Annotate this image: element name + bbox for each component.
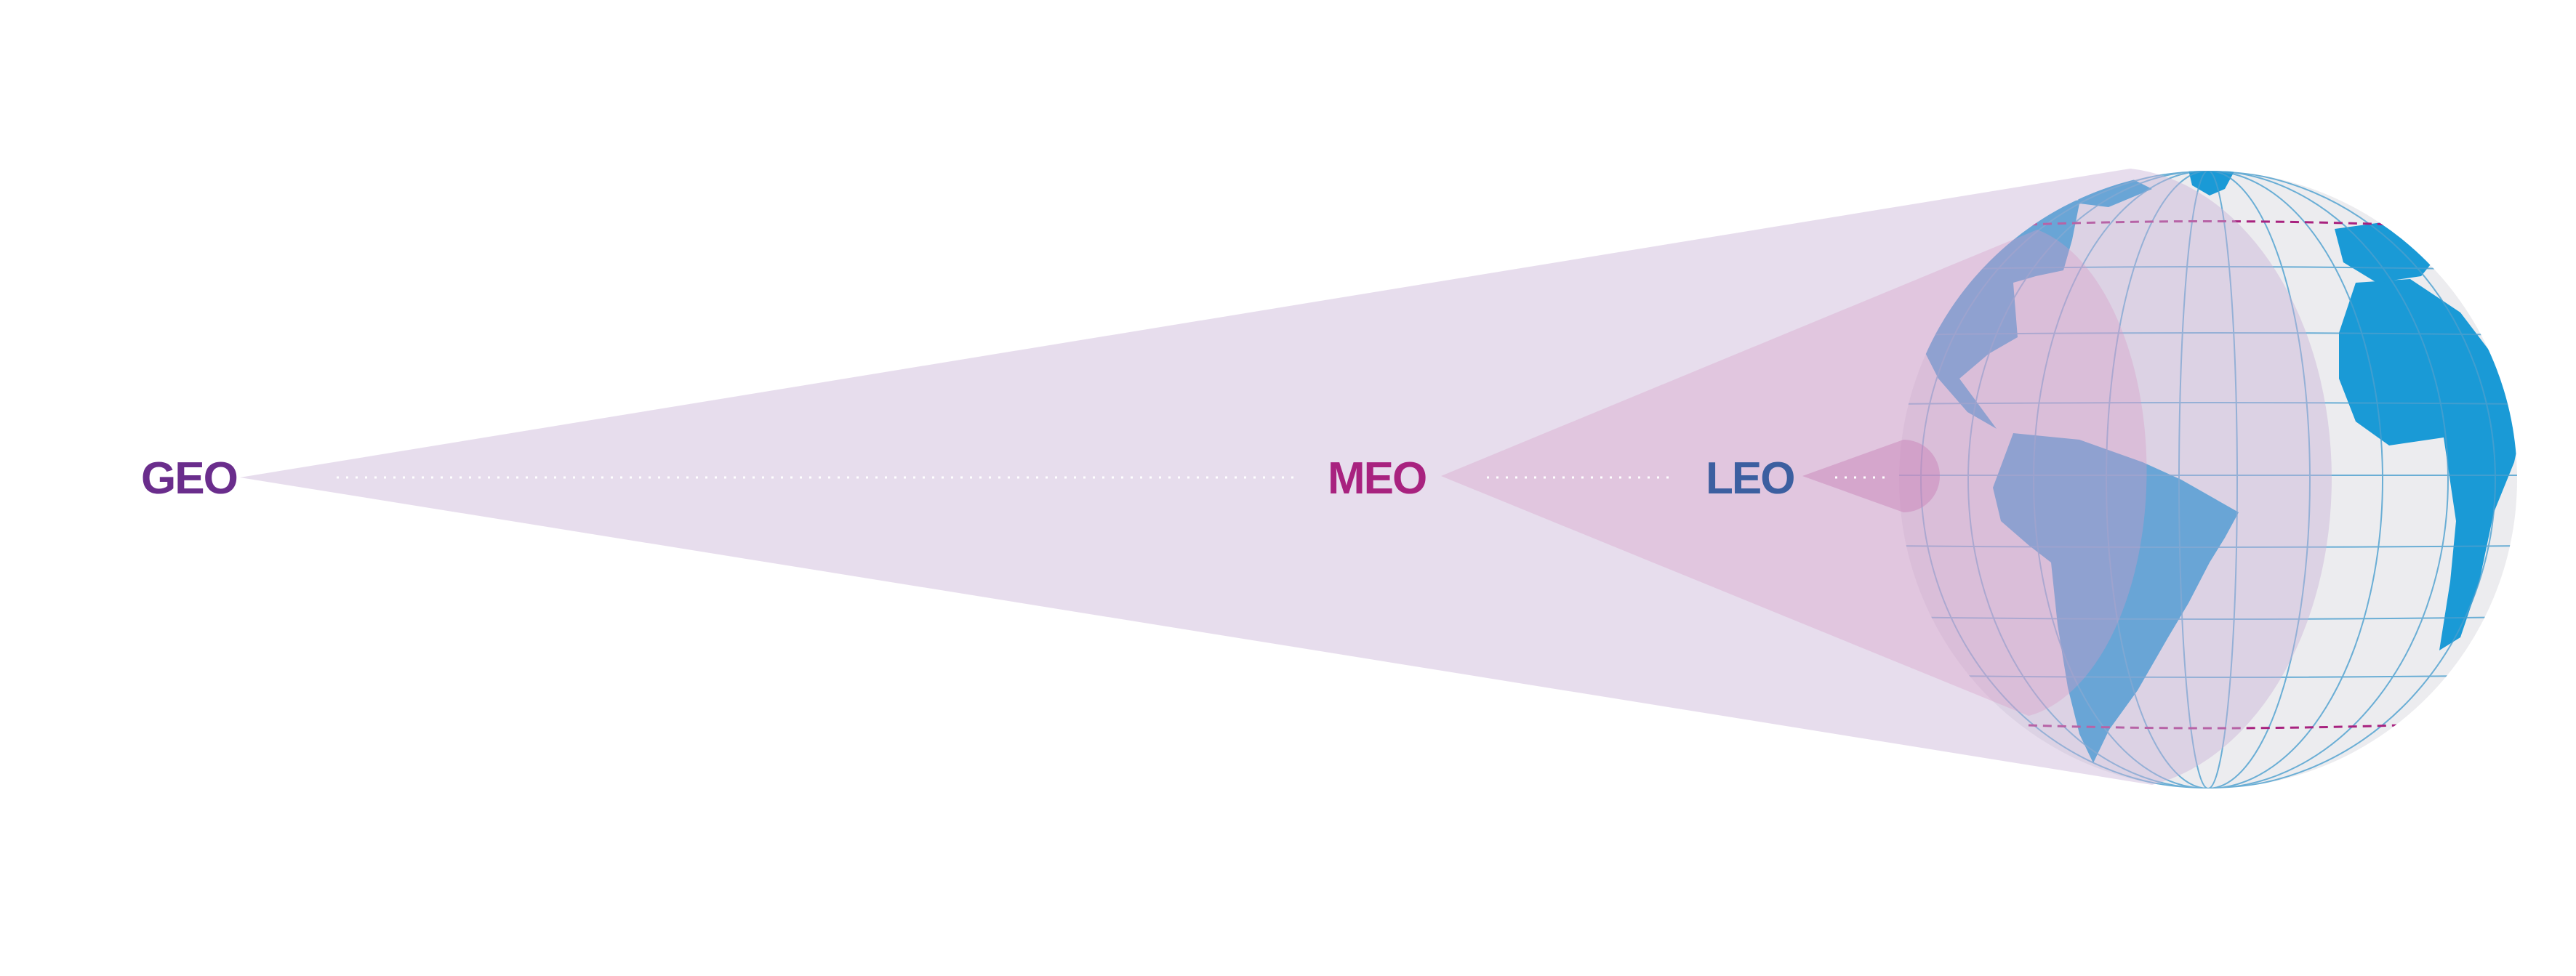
north-america bbox=[1919, 200, 2080, 429]
graticule bbox=[1899, 171, 2517, 789]
tropic-lines bbox=[2028, 220, 2400, 730]
greenland bbox=[2188, 171, 2235, 195]
geo-label: GEO bbox=[141, 453, 238, 504]
leo-coverage-cone bbox=[1802, 440, 1940, 512]
meo-coverage-cone bbox=[1441, 230, 2147, 716]
meo-label: MEO bbox=[1328, 453, 1427, 504]
earth-globe-icon bbox=[1899, 171, 2517, 789]
leo-label: LEO bbox=[1706, 453, 1795, 504]
geo-coverage-cone bbox=[240, 169, 2332, 785]
south-america bbox=[1993, 433, 2239, 763]
